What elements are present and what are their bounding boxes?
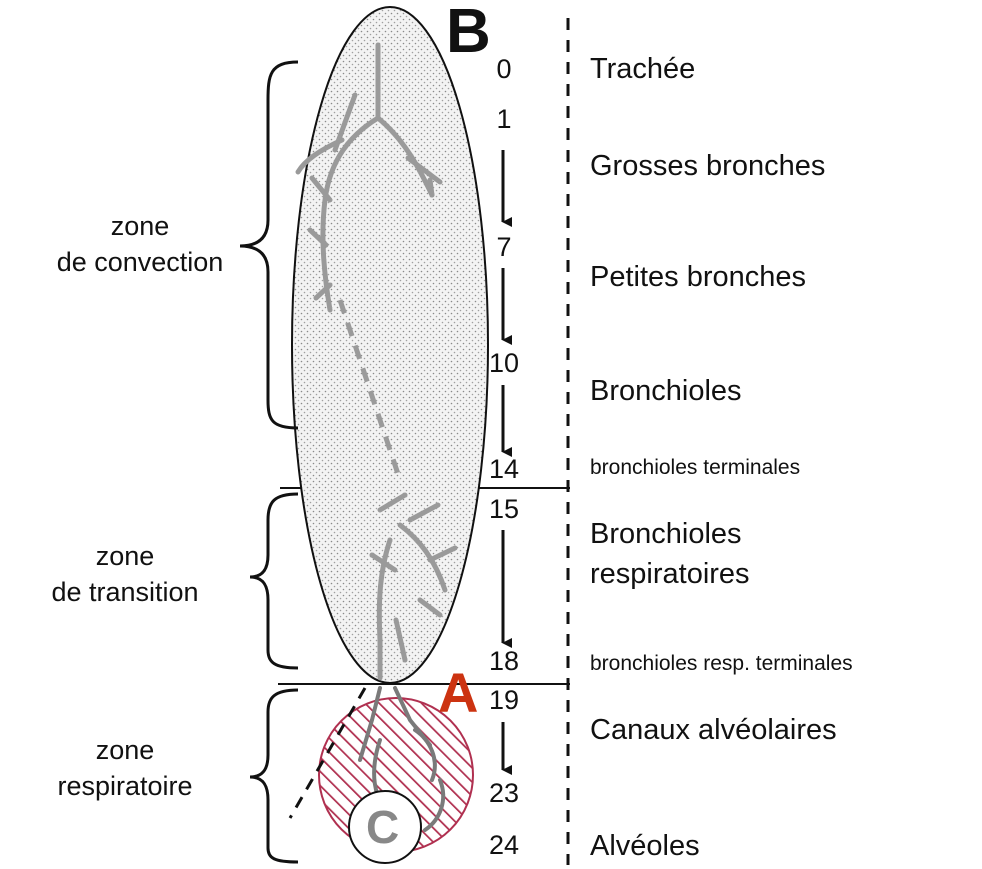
structure-bronchioles-resp-line2: respiratoires	[590, 558, 750, 591]
zone-transition-line1: zone	[30, 538, 220, 574]
zone-respiratory-line1: zone	[30, 732, 220, 768]
zone-respiratory-label: zone respiratoire	[30, 732, 220, 805]
generation-23: 23	[479, 778, 529, 809]
structure-petites-bronches: Petites bronches	[590, 261, 806, 294]
brace-transition	[250, 494, 298, 668]
structure-canaux-alveolaires: Canaux alvéolaires	[590, 714, 837, 747]
generation-15: 15	[479, 494, 529, 525]
marker-a: A	[438, 660, 478, 725]
zone-convection-line2: de convection	[45, 244, 235, 280]
generation-14: 14	[479, 454, 529, 485]
structure-trachee: Trachée	[590, 53, 695, 86]
generation-10: 10	[479, 348, 529, 379]
structure-grosses-bronches: Grosses bronches	[590, 150, 825, 183]
generation-0: 0	[479, 54, 529, 85]
generation-18: 18	[479, 646, 529, 677]
marker-c: C	[366, 800, 399, 854]
generation-7: 7	[479, 232, 529, 263]
brace-convection	[240, 62, 298, 428]
generation-19: 19	[479, 685, 529, 716]
zone-respiratory-line2: respiratoire	[30, 768, 220, 804]
zone-convection-label: zone de convection	[45, 208, 235, 281]
zone-convection-line1: zone	[45, 208, 235, 244]
structure-alveoles: Alvéoles	[590, 830, 700, 863]
structure-bronchioles: Bronchioles	[590, 375, 742, 408]
generation-1: 1	[479, 104, 529, 135]
structure-bronchioles-terminales: bronchioles terminales	[590, 456, 800, 480]
brace-respiratory	[250, 690, 298, 862]
generation-24: 24	[479, 830, 529, 861]
zone-transition-line2: de transition	[30, 574, 220, 610]
structure-bronchioles-resp-line1: Bronchioles	[590, 518, 742, 551]
structure-bronchioles-resp-terminales: bronchioles resp. terminales	[590, 652, 853, 676]
zone-transition-label: zone de transition	[30, 538, 220, 611]
airway-ellipse	[292, 7, 488, 683]
